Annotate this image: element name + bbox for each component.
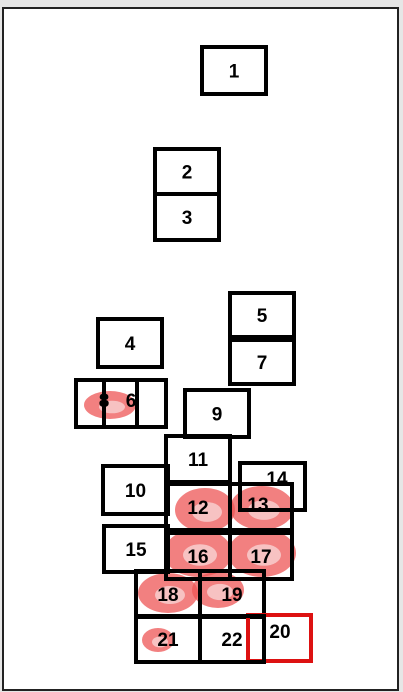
box-label: 1 xyxy=(229,62,240,83)
bounding-box-9[interactable]: 9 xyxy=(185,390,249,437)
box-label: 12 xyxy=(187,498,208,519)
box-label: 19 xyxy=(221,585,242,606)
box-label: 4 xyxy=(125,334,136,355)
bounding-box-4[interactable]: 4 xyxy=(98,319,162,367)
box-label: 14 xyxy=(266,469,288,490)
box-label: 7 xyxy=(257,353,268,374)
bounding-box-7[interactable]: 7 xyxy=(230,340,294,384)
bounding-box-2[interactable]: 2 xyxy=(155,149,219,194)
box-label: 13 xyxy=(247,495,268,516)
box-label: 8 xyxy=(99,391,110,412)
box-label: 5 xyxy=(257,306,268,327)
box-label: 11 xyxy=(188,450,209,471)
box-label: 9 xyxy=(212,405,223,426)
box-label: 20 xyxy=(269,622,290,643)
box-label: 22 xyxy=(221,630,242,651)
box-label: 2 xyxy=(182,163,193,184)
box-label: 17 xyxy=(250,547,271,568)
bounding-box-22[interactable]: 22 xyxy=(200,616,264,662)
box-label: 16 xyxy=(187,547,208,568)
box-label: 10 xyxy=(125,481,146,502)
box-label: 3 xyxy=(182,208,193,229)
box-label: 18 xyxy=(157,585,178,606)
box-label: 15 xyxy=(125,540,147,561)
bounding-box-3[interactable]: 3 xyxy=(155,194,219,240)
bounding-box-11[interactable]: 11 xyxy=(166,436,230,482)
box-label: 21 xyxy=(157,630,179,651)
bounding-box-5[interactable]: 5 xyxy=(230,293,294,337)
box-label: 6 xyxy=(126,391,137,412)
bounding-box-15[interactable]: 15 xyxy=(104,526,168,572)
bounding-box-20[interactable]: 20 xyxy=(248,615,311,661)
bounding-box-1[interactable]: 1 xyxy=(202,47,266,94)
bounding-box-10[interactable]: 10 xyxy=(103,466,168,514)
